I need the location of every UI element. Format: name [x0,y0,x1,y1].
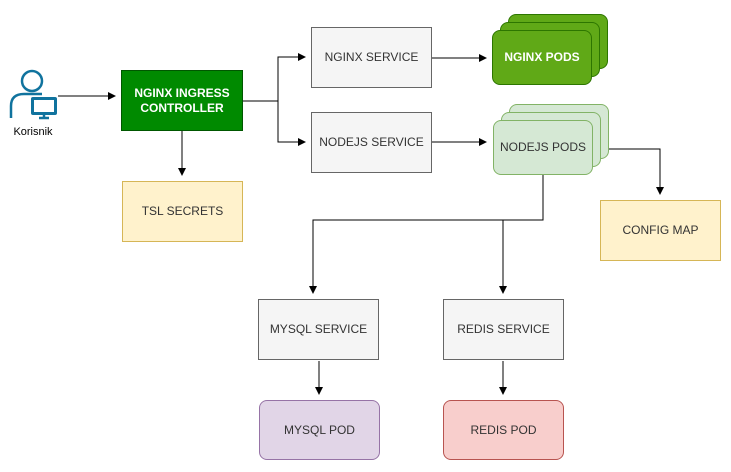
tls-secrets-box[interactable]: TSL SECRETS [122,181,243,242]
nginx-service-label: NGINX SERVICE [324,50,419,65]
redis-service-box[interactable]: REDIS SERVICE [443,299,564,360]
user-at-computer-icon [9,69,57,120]
redis-pod-box[interactable]: REDIS POD [443,400,564,460]
config-map-box[interactable]: CONFIG MAP [600,200,721,261]
redis-pod-label: REDIS POD [470,422,537,437]
tls-secrets-label: TSL SECRETS [141,204,224,219]
user-label: Korisnik [13,126,53,138]
nginx-pods-label: NGINX PODS [504,50,580,65]
config-map-label: CONFIG MAP [622,223,699,238]
arrow-pods-to-mysql-service [309,175,544,294]
ingress-controller-box[interactable]: NGINX INGRESS CONTROLLER [121,70,243,131]
redis-service-label: REDIS SERVICE [457,322,550,337]
ingress-controller-label: NGINX INGRESS CONTROLLER [134,86,230,115]
nginx-service-box[interactable]: NGINX SERVICE [311,27,432,88]
arrow-ingress-to-nginx-service [243,53,306,102]
arrow-pods-to-config-map [609,148,664,195]
mysql-service-label: MYSQL SERVICE [269,322,368,337]
nodejs-pods-label: NODEJS PODS [499,140,586,155]
nodejs-pods-box: NODEJS PODS [493,120,593,175]
mysql-pod-box[interactable]: MYSQL POD [259,400,380,460]
mysql-pod-label: MYSQL POD [284,422,355,437]
nodejs-service-box[interactable]: NODEJS SERVICE [311,112,432,173]
nginx-pods-box: NGINX PODS [492,30,592,85]
mysql-service-box[interactable]: MYSQL SERVICE [258,299,379,360]
nodejs-service-label: NODEJS SERVICE [319,135,424,150]
arrow-ingress-to-nodejs-service [277,101,306,146]
